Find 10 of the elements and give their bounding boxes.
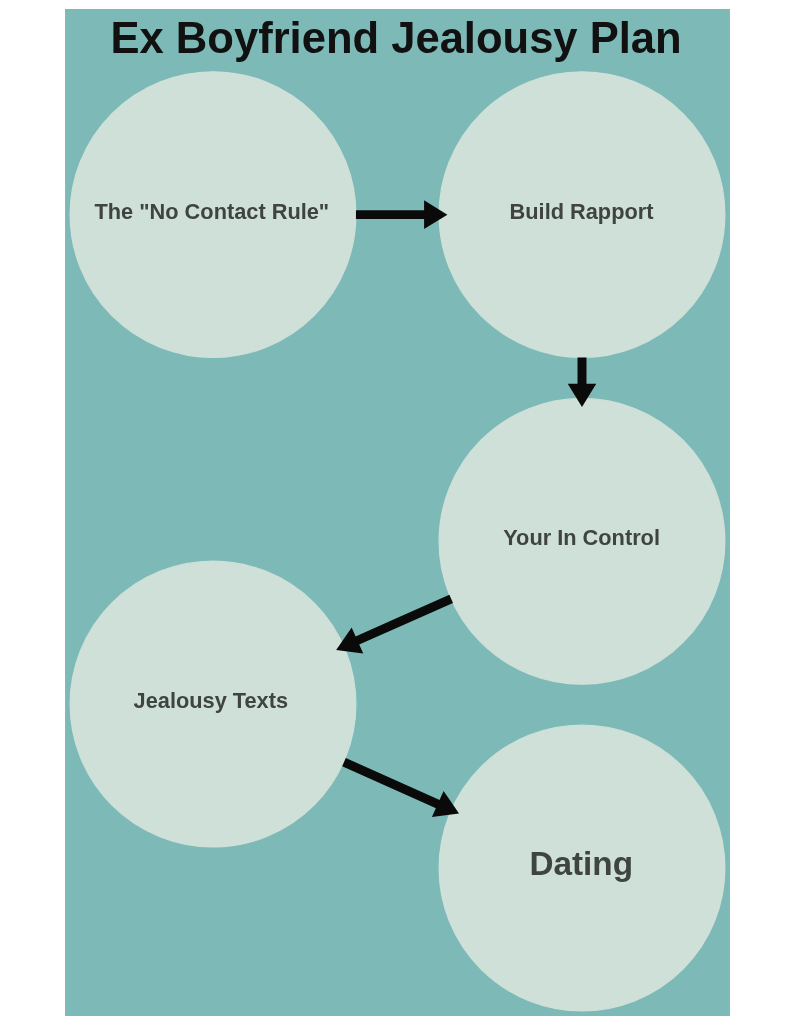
arrow: [355, 199, 448, 229]
node-circle: Jealousy Texts: [69, 560, 357, 848]
node-circle: The "No Contact Rule": [69, 70, 357, 358]
node-circle: Dating: [438, 724, 726, 1011]
node-circle: Build Rapport: [438, 70, 726, 358]
node-circle: Your In Control: [438, 397, 726, 685]
arrow: [342, 757, 459, 817]
arrow: [336, 594, 453, 653]
arrow: [567, 357, 597, 407]
diagram-title: Ex Boyfriend Jealousy Plan: [110, 13, 682, 62]
